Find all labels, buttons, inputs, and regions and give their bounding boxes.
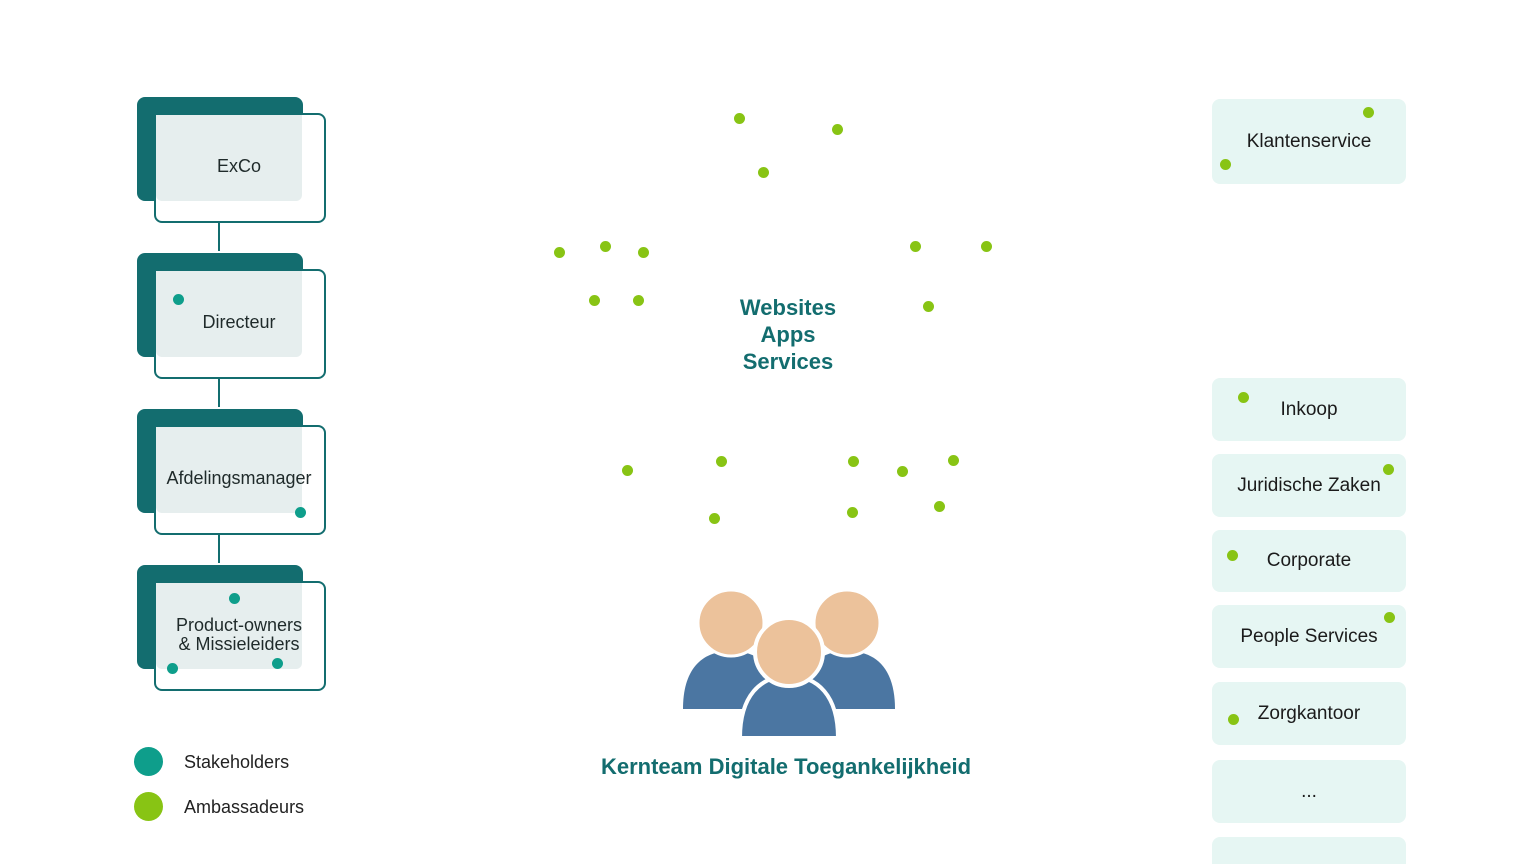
department-juridische-zaken: Juridische Zaken: [1212, 454, 1406, 517]
department-label: ...: [1301, 780, 1317, 802]
product-owners-label: Product-owners: [175, 615, 303, 635]
stakeholders-legend-marker: [134, 747, 163, 776]
department-label: People Services: [1240, 625, 1378, 647]
ambassador-dot: [1238, 392, 1249, 403]
ambassador-dot: [734, 113, 745, 124]
department-zorgkantoor: Zorgkantoor: [1212, 682, 1406, 745]
department-people-services: People Services: [1212, 605, 1406, 668]
ambassador-dot: [716, 456, 727, 467]
stakeholder-dot: [272, 658, 283, 669]
exco-label: ExCo: [216, 156, 261, 176]
ambassador-dot: [981, 241, 992, 252]
connector-line: [218, 533, 220, 563]
ambassador-dot: [589, 295, 600, 306]
people-team-icon: [683, 588, 895, 740]
connector-line: [218, 221, 220, 251]
websites-label: Websites: [739, 295, 837, 320]
department-corporate: Corporate: [1212, 530, 1406, 592]
stakeholder-dot: [229, 593, 240, 604]
ambassador-dot: [948, 455, 959, 466]
ambassador-dot: [1384, 612, 1395, 623]
ambassadeurs-legend-label: Ambassadeurs: [184, 797, 305, 817]
department-inkoop: Inkoop: [1212, 378, 1406, 441]
apps-label: Apps: [760, 322, 816, 347]
stakeholder-dot: [173, 294, 184, 305]
directeur-card-fill: [156, 271, 302, 357]
connector-line: [218, 377, 220, 407]
ambassador-dot: [848, 456, 859, 467]
department-label: Juridische Zaken: [1237, 474, 1381, 496]
afdelingsmanager-label: Afdelingsmanager: [166, 468, 312, 488]
ambassador-dot: [1363, 107, 1374, 118]
ambassador-dot: [832, 124, 843, 135]
ambassador-dot: [709, 513, 720, 524]
ambassador-dot: [554, 247, 565, 258]
exco-card-fill: [156, 115, 302, 201]
department-label: Klantenservice: [1246, 130, 1372, 152]
ambassador-dot: [1383, 464, 1394, 475]
missieleiders-label: & Missieleiders: [178, 634, 300, 654]
ambassador-dot: [600, 241, 611, 252]
ambassador-dot: [897, 466, 908, 477]
ambassador-dot: [638, 247, 649, 258]
stakeholder-dot: [295, 507, 306, 518]
ambassador-dot: [847, 507, 858, 518]
directeur-label: Directeur: [202, 312, 276, 332]
department-klantenservice: Klantenservice: [1212, 99, 1406, 184]
ambassador-dot: [633, 295, 644, 306]
ambassador-dot: [1227, 550, 1238, 561]
stakeholder-dot: [167, 663, 178, 674]
department-more: ...: [1212, 760, 1406, 823]
department-label: Corporate: [1266, 550, 1352, 571]
ambassador-dot: [758, 167, 769, 178]
ambassador-dot: [923, 301, 934, 312]
department-partial: [1212, 837, 1406, 864]
department-label: Inkoop: [1280, 398, 1338, 420]
services-label: Services: [742, 349, 834, 374]
center-services-text: Websites Apps Services: [688, 294, 888, 375]
team-title: Kernteam Digitale Toegankelijkheid: [600, 754, 972, 779]
ambassador-dot: [622, 465, 633, 476]
ambassador-dot: [934, 501, 945, 512]
ambassadeurs-legend-marker: [134, 792, 163, 821]
stakeholders-legend-label: Stakeholders: [184, 752, 290, 772]
afdelingsmanager-card-fill: [156, 427, 302, 513]
department-label: Zorgkantoor: [1257, 702, 1361, 724]
ambassador-dot: [1228, 714, 1239, 725]
ambassador-dot: [1220, 159, 1231, 170]
ambassador-dot: [910, 241, 921, 252]
